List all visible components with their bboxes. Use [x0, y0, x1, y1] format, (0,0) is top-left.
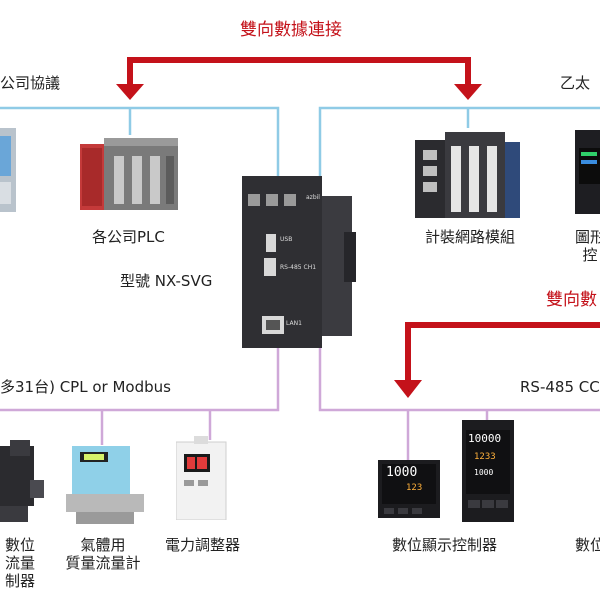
port-rs485-label: RS-485 CH1 [280, 264, 317, 271]
top-arrow-head-left [116, 84, 144, 100]
controller2-third: 1000 [474, 468, 494, 477]
panel-device-left-icon [0, 128, 16, 212]
mass-flow-meter-icon [66, 446, 144, 524]
controller-label: 數位顯示控制器 [392, 536, 498, 554]
ethernet-line-left [0, 106, 280, 180]
right-top-label: 乙太 [560, 74, 591, 92]
right-arrow-label: 雙向數 [546, 290, 597, 310]
controller-pv: 1000 [386, 465, 418, 480]
flow-left-label: 數位 流量 制器 [4, 536, 35, 590]
left-top-label: 公司協議 [0, 74, 61, 92]
right-red-arrow [405, 322, 600, 382]
port-lan-label: LAN1 [286, 320, 302, 327]
digital-controller-icon [378, 460, 440, 518]
top-arrow-head-right [454, 84, 482, 100]
right-arrow-head [394, 380, 422, 398]
main-logo: azbil [306, 194, 320, 201]
mass-flow-label: 氣體用 質量流量計 [65, 536, 141, 572]
power-label: 電力調整器 [165, 536, 241, 554]
digital-controller-2-icon [462, 420, 514, 522]
left-bus-label: 多31台) CPL or Modbus [0, 378, 171, 396]
port-usb-label: USB [280, 236, 293, 243]
module-label: 計裝網路模組 [425, 228, 516, 246]
controller2-sv: 1233 [474, 452, 496, 462]
graphic-display-icon [575, 130, 600, 214]
digital-flow-controller-icon [0, 440, 44, 522]
main-gateway-device [242, 176, 356, 348]
controller-sv: 123 [406, 483, 423, 493]
top-red-arrow [127, 57, 471, 86]
plc-label: 各公司PLC [92, 228, 165, 246]
bus-line-left [0, 346, 280, 412]
network-module-icon [415, 132, 520, 218]
right-bus-label: RS-485 CC [520, 378, 600, 396]
controller-right-label: 數位 [575, 536, 600, 554]
top-arrow-label: 雙向數據連接 [240, 20, 342, 40]
display-right-label: 圖形 控 [575, 228, 600, 264]
controller2-pv: 10000 [468, 432, 502, 445]
ethernet-line-right [318, 106, 600, 180]
plc-icon [80, 138, 178, 210]
power-regulator-icon [176, 436, 227, 520]
bus-line-right [318, 346, 600, 412]
model-label: 型號 NX-SVG [120, 272, 213, 290]
